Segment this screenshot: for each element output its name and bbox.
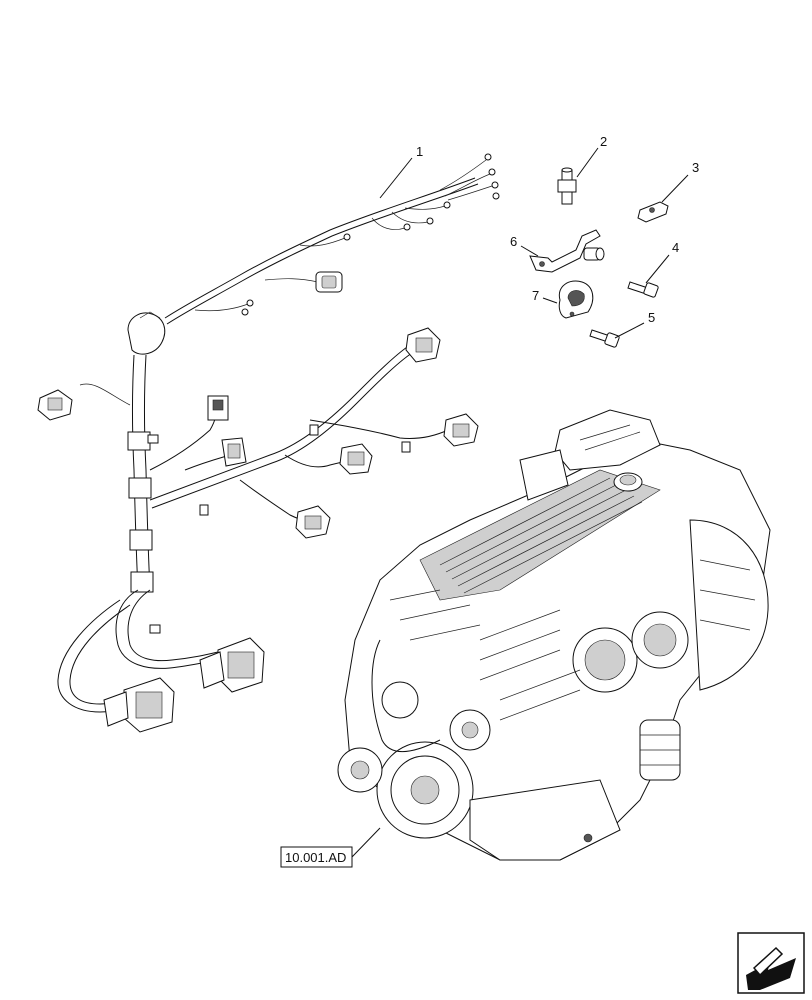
callout-2: 2 [600,134,607,149]
reference-label: 10.001.AD [285,850,346,865]
part-3-bracket [637,201,669,223]
callout-7: 7 [532,288,539,303]
callout-6: 6 [510,234,517,249]
callout-labels: 1 2 3 4 5 6 7 [416,134,699,325]
callout-4: 4 [672,240,679,255]
part-2-stud [557,167,577,205]
part-7-clamp [558,280,594,319]
part-5-bolt [589,329,620,348]
callout-3: 3 [692,160,699,175]
arrow-corner-icon[interactable] [737,932,805,994]
callout-leaders [351,147,689,858]
engine-illustration [337,409,771,861]
callout-5: 5 [648,310,655,325]
callout-1: 1 [416,144,423,159]
wiring-harness [37,153,500,733]
reference-box[interactable]: 10.001.AD [280,846,353,868]
part-4-bolt [627,281,659,298]
part-6-bracket [529,229,605,273]
